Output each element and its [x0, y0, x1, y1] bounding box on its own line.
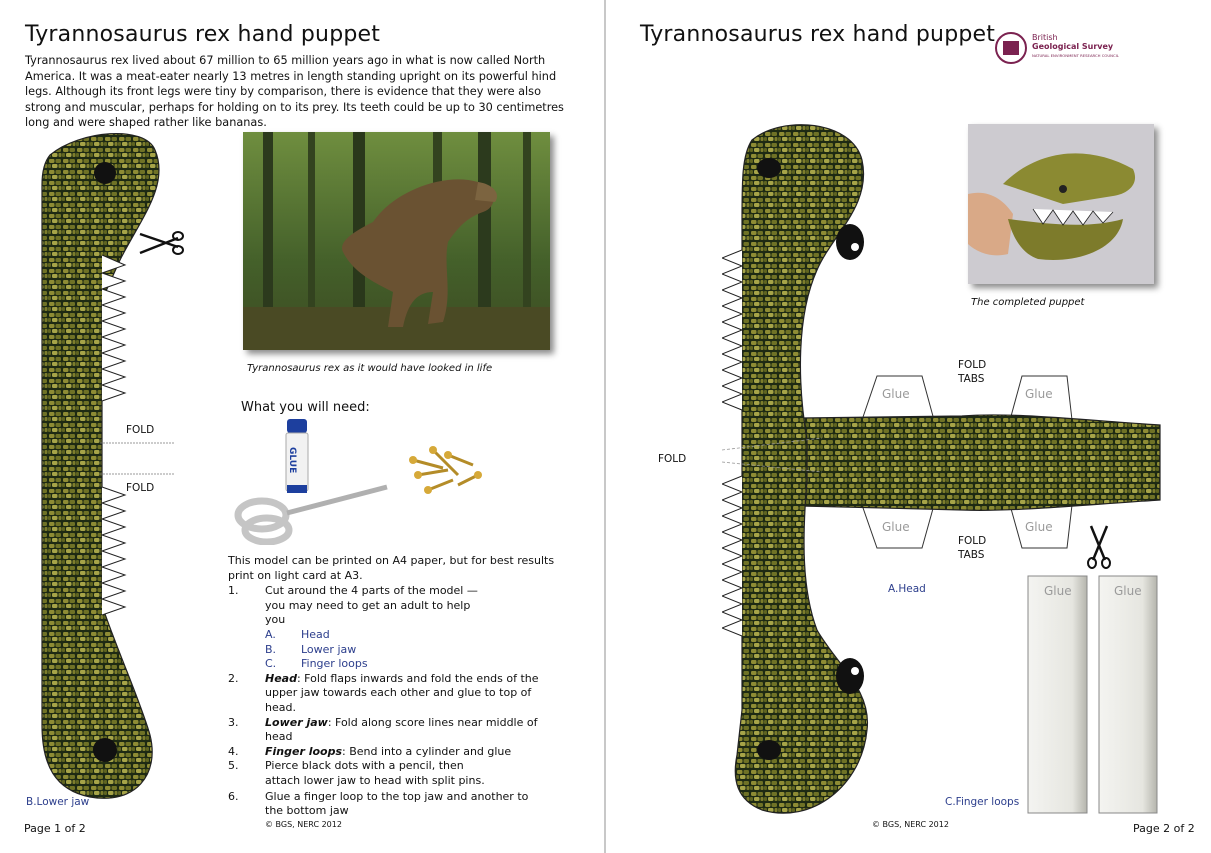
step-3: 3.Lower jaw: Fold along score lines near…: [228, 715, 538, 744]
trex-photo: [243, 132, 550, 350]
part-c: C.Finger loops: [265, 657, 368, 671]
fold-tabs-top-label: FOLD TABS: [958, 359, 987, 385]
lower-jaw-teeth-top: [100, 254, 127, 402]
pin-dot-top: [757, 158, 781, 178]
glue-tab-label: Glue: [1025, 520, 1053, 534]
upper-jaw-shape: [801, 414, 1161, 511]
step-1: 1.Cut around the 4 parts of the model — …: [228, 584, 478, 627]
step-5: 5.Pierce black dots with a pencil, then …: [228, 759, 485, 787]
trex-photo-caption: Tyrannosaurus rex as it would have looke…: [247, 363, 493, 374]
copyright: © BGS, NERC 2012: [872, 820, 949, 829]
glue-tab-label: Glue: [1025, 387, 1053, 401]
finger-loop-2: [1098, 575, 1158, 814]
fold-label-bottom: FOLD: [126, 482, 155, 494]
glue-tab-label: Glue: [882, 387, 910, 401]
bgs-logo-icon: [995, 32, 1027, 64]
pin-dot-top: [94, 162, 116, 184]
finger-loop-1: [1027, 575, 1088, 814]
scissors-icon: [139, 231, 184, 255]
instructions: This model can be printed on A4 paper, b…: [228, 554, 568, 819]
head-teeth-top: [722, 249, 744, 411]
page-number: Page 1 of 2: [24, 822, 86, 835]
finger-loops-label: C.Finger loops: [945, 796, 1020, 808]
head-vertical-shape: [734, 124, 869, 814]
intro-paragraph: Tyrannosaurus rex lived about 67 million…: [25, 54, 564, 129]
eye-top: [836, 224, 864, 260]
lower-jaw-label: B.Lower jaw: [26, 796, 90, 808]
split-pins-illustration: [409, 446, 482, 494]
fold-tabs-bottom-label: FOLD TABS: [958, 535, 987, 561]
glue-tab-label: Glue: [882, 520, 910, 534]
pin-dot-bottom: [757, 740, 781, 760]
lower-jaw-teeth-bottom: [100, 486, 127, 616]
page-number: Page 2 of 2: [1133, 822, 1195, 835]
glue-and-scissors-illustration: [234, 419, 388, 545]
finger-loops: [1027, 575, 1158, 814]
fold-label: FOLD: [658, 453, 687, 465]
completed-puppet-photo: [968, 124, 1154, 284]
part-a: A.Head: [265, 627, 330, 641]
finger-loop-glue-label: Glue: [1044, 584, 1072, 598]
puppet-photo-caption: The completed puppet: [971, 297, 1085, 308]
step-4: 4.Finger loops: Bend into a cylinder and…: [228, 744, 512, 758]
lower-jaw-shape: [41, 133, 160, 799]
lower-jaw-cutout: [41, 133, 175, 799]
bgs-logo-text: British Geological Survey NATURAL ENVIRO…: [1032, 33, 1119, 58]
finger-loop-glue-label: Glue: [1114, 584, 1142, 598]
page-title: Tyrannosaurus rex hand puppet: [640, 22, 996, 47]
eye-bottom: [836, 658, 864, 694]
scissors-icon: [1087, 525, 1111, 569]
pin-dot-bottom: [93, 738, 117, 762]
page-divider: [604, 0, 606, 853]
part-b: B.Lower jaw: [265, 642, 357, 656]
glue-stick-text: GLUE: [287, 447, 297, 474]
head-label: A.Head: [888, 583, 926, 595]
print-note: This model can be printed on A4 paper, b…: [228, 554, 555, 582]
fold-label-top: FOLD: [126, 424, 155, 436]
page-left: Tyrannosaurus rex hand puppet Tyrannosau…: [0, 0, 604, 853]
head-teeth-bottom: [722, 475, 744, 637]
page-title: Tyrannosaurus rex hand puppet: [25, 22, 381, 47]
head-cutout: [722, 124, 1161, 814]
step-6: 6.Glue a finger loop to the top jaw and …: [228, 789, 529, 818]
page-right: Tyrannosaurus rex hand puppet British Ge…: [607, 0, 1211, 853]
copyright: © BGS, NERC 2012: [265, 820, 342, 829]
step-2: 2.Head: Fold flaps inwards and fold the …: [228, 671, 539, 714]
needs-heading: What you will need:: [241, 400, 370, 415]
